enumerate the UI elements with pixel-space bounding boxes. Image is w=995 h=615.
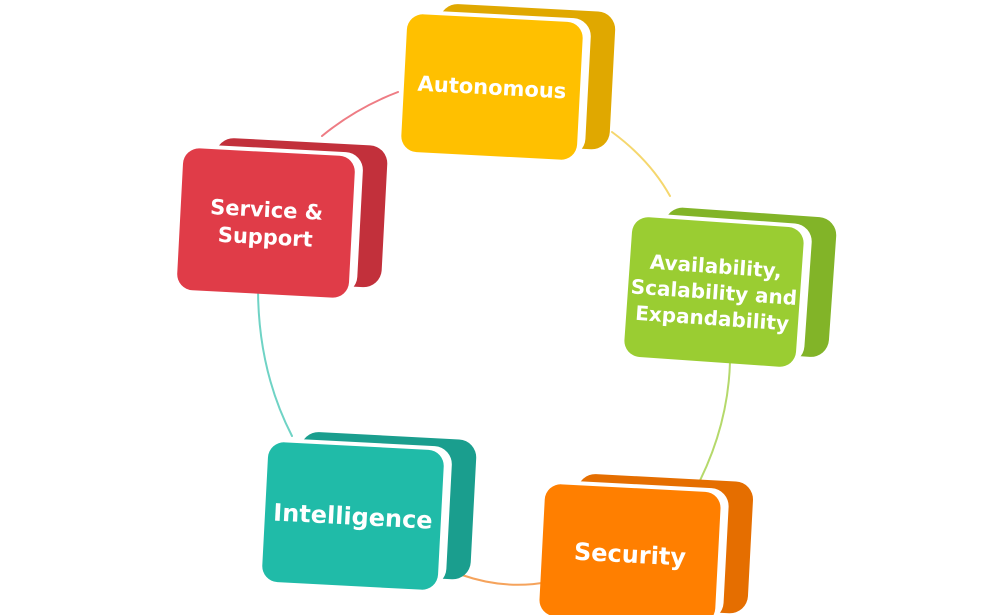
node-security: Security [539,474,754,615]
node-service: Service &Support [177,138,388,298]
node-service-label: Service &Support [208,195,323,252]
node-security-label-line: Security [573,538,687,572]
node-security-label: Security [573,538,687,572]
node-intelligence: Intelligence [262,432,477,590]
connector-security-to-intelligence [461,574,549,586]
connector-autonomous-to-availability [611,131,671,197]
node-availability: Availability,Scalability andExpandabilit… [624,207,837,367]
connector-availability-to-security [692,361,731,495]
node-service-face [177,148,355,298]
connector-service-to-autonomous [321,91,399,137]
node-autonomous-face [401,14,583,160]
node-availability-label: Availability,Scalability andExpandabilit… [628,248,800,335]
node-security-face [539,484,721,615]
node-service-label-line: Service & [210,195,324,225]
node-intelligence-face [262,442,444,590]
node-autonomous: Autonomous [401,4,616,160]
connector-intelligence-to-service [257,287,293,437]
node-availability-face [624,217,804,367]
node-service-label-line: Support [217,223,313,252]
